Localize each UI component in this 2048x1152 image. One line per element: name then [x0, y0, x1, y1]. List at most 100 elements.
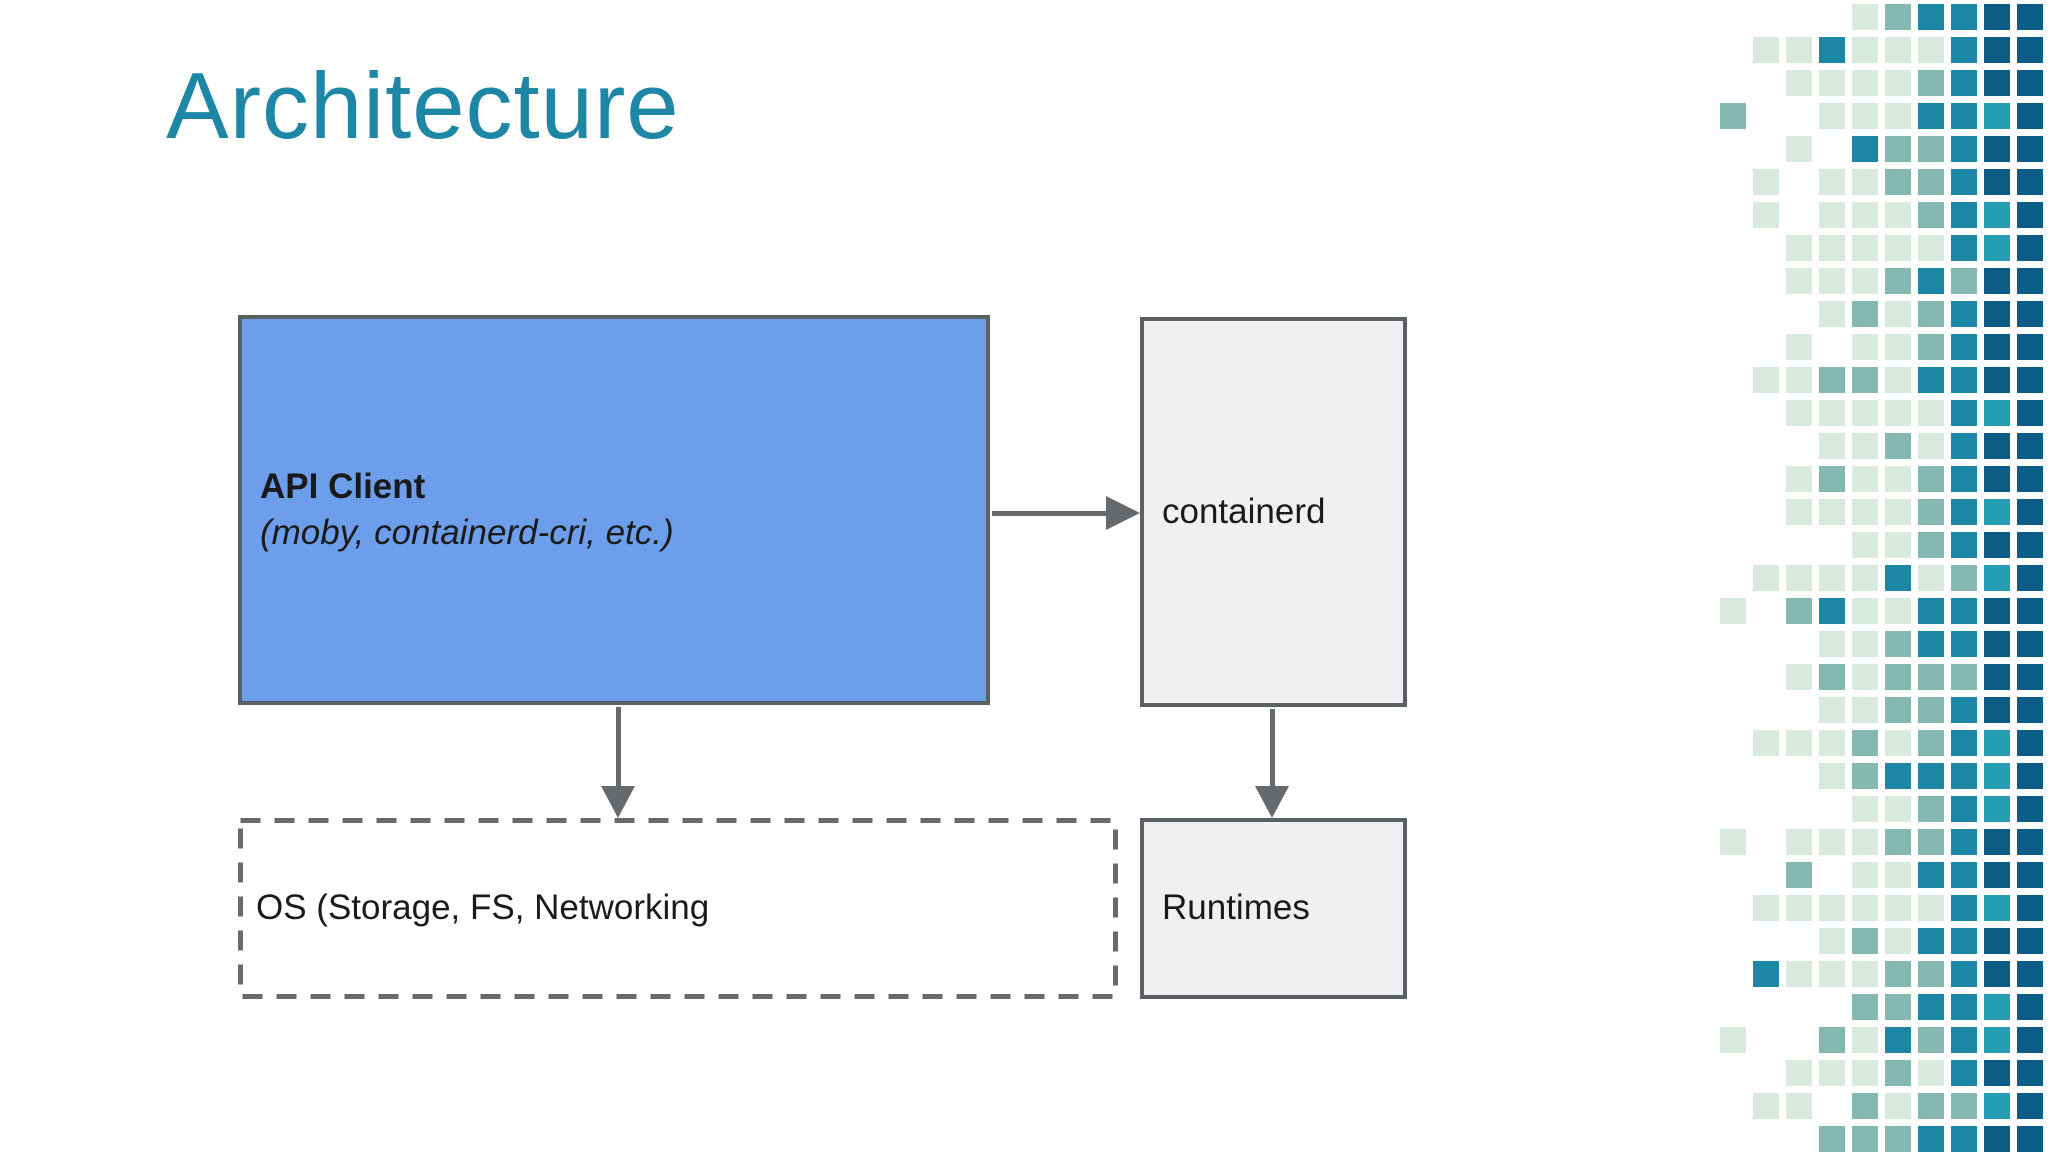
mosaic-square: [1918, 466, 1944, 492]
mosaic-square: [2017, 631, 2043, 657]
mosaic-square: [1885, 598, 1911, 624]
mosaic-square: [1819, 730, 1845, 756]
mosaic-square: [1951, 862, 1977, 888]
mosaic-square: [1918, 697, 1944, 723]
os-label: OS (Storage, FS, Networking: [256, 888, 710, 928]
arrow-containerd-to-runtimes-head-icon: [1255, 786, 1289, 818]
mosaic-square: [1819, 169, 1845, 195]
mosaic-square: [1852, 433, 1878, 459]
mosaic-square: [1951, 598, 1977, 624]
mosaic-square: [1819, 829, 1845, 855]
mosaic-square: [1885, 1093, 1911, 1119]
mosaic-square: [1786, 598, 1812, 624]
mosaic-square: [1984, 268, 2010, 294]
mosaic-square: [1885, 1060, 1911, 1086]
mosaic-square: [1918, 301, 1944, 327]
mosaic-square: [1720, 103, 1746, 129]
mosaic-square: [1885, 70, 1911, 96]
mosaic-square: [1753, 37, 1779, 63]
mosaic-square: [1984, 565, 2010, 591]
mosaic-square: [1951, 961, 1977, 987]
mosaic-square: [1786, 37, 1812, 63]
mosaic-square: [1918, 1060, 1944, 1086]
mosaic-square: [1819, 598, 1845, 624]
mosaic-square: [1984, 103, 2010, 129]
mosaic-square: [1786, 1093, 1812, 1119]
mosaic-square: [1819, 664, 1845, 690]
mosaic-square: [1918, 862, 1944, 888]
mosaic-square: [1786, 367, 1812, 393]
mosaic-square: [1951, 532, 1977, 558]
mosaic-square: [1885, 631, 1911, 657]
mosaic-square: [1984, 994, 2010, 1020]
mosaic-square: [1918, 433, 1944, 459]
mosaic-square: [1852, 862, 1878, 888]
mosaic-square: [1951, 70, 1977, 96]
mosaic-square: [1852, 103, 1878, 129]
mosaic-square: [1852, 268, 1878, 294]
os-box: OS (Storage, FS, Networking: [238, 818, 1118, 999]
mosaic-square: [1918, 367, 1944, 393]
mosaic-square: [1885, 1027, 1911, 1053]
mosaic-square: [2017, 499, 2043, 525]
mosaic-square: [1852, 4, 1878, 30]
mosaic-square: [1918, 103, 1944, 129]
mosaic-square: [2017, 730, 2043, 756]
mosaic-square: [1951, 1027, 1977, 1053]
mosaic-square: [2017, 268, 2043, 294]
mosaic-square: [1984, 1093, 2010, 1119]
containerd-box: containerd: [1140, 317, 1407, 707]
mosaic-square: [1852, 1093, 1878, 1119]
mosaic-square: [1885, 532, 1911, 558]
mosaic-square: [2017, 961, 2043, 987]
mosaic-square: [1720, 829, 1746, 855]
mosaic-square: [2017, 532, 2043, 558]
mosaic-square: [1951, 268, 1977, 294]
mosaic-square: [2017, 103, 2043, 129]
mosaic-square: [2017, 367, 2043, 393]
mosaic-square: [1984, 136, 2010, 162]
mosaic-square: [1984, 928, 2010, 954]
mosaic-square: [1852, 598, 1878, 624]
mosaic-square: [1852, 928, 1878, 954]
mosaic-square: [1918, 37, 1944, 63]
mosaic-square: [1918, 598, 1944, 624]
mosaic-square: [2017, 70, 2043, 96]
mosaic-square: [2017, 928, 2043, 954]
mosaic-square: [1951, 235, 1977, 261]
mosaic-square: [1984, 895, 2010, 921]
mosaic-square: [1819, 367, 1845, 393]
mosaic-square: [1984, 730, 2010, 756]
mosaic-square: [1852, 994, 1878, 1020]
mosaic-square: [1984, 202, 2010, 228]
mosaic-square: [1984, 1027, 2010, 1053]
mosaic-square: [1918, 895, 1944, 921]
mosaic-square: [1852, 664, 1878, 690]
mosaic-square: [1852, 235, 1878, 261]
mosaic-square: [1918, 1027, 1944, 1053]
mosaic-square: [1852, 829, 1878, 855]
mosaic-square: [1852, 1027, 1878, 1053]
mosaic-square: [1786, 400, 1812, 426]
mosaic-square: [1786, 235, 1812, 261]
mosaic-square: [1885, 202, 1911, 228]
mosaic-square: [1951, 367, 1977, 393]
mosaic-square: [1819, 400, 1845, 426]
mosaic-square: [1885, 499, 1911, 525]
mosaic-square: [1984, 466, 2010, 492]
mosaic-square: [1885, 565, 1911, 591]
mosaic-square: [1852, 763, 1878, 789]
mosaic-square: [1951, 334, 1977, 360]
mosaic-square: [1819, 961, 1845, 987]
mosaic-square: [1984, 1126, 2010, 1152]
mosaic-square: [1951, 103, 1977, 129]
mosaic-square: [1885, 169, 1911, 195]
mosaic-square: [1984, 631, 2010, 657]
mosaic-square: [1951, 994, 1977, 1020]
mosaic-square: [2017, 334, 2043, 360]
mosaic-square: [1984, 433, 2010, 459]
mosaic-square: [1951, 697, 1977, 723]
mosaic-square: [2017, 37, 2043, 63]
runtimes-box: Runtimes: [1140, 818, 1407, 999]
